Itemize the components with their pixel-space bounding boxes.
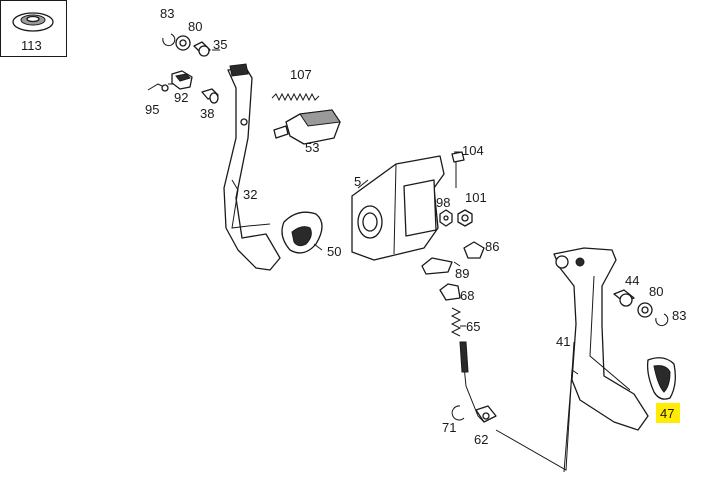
bolt-104 [451, 151, 465, 188]
callout-80-top: 80 [188, 19, 202, 34]
callout-80-clutch: 80 [649, 284, 663, 299]
cap-68 [439, 283, 461, 301]
callout-101: 101 [465, 190, 487, 205]
stop-light-switch-53 [273, 109, 341, 145]
bushing-35 [193, 41, 211, 57]
callout-5: 5 [354, 174, 361, 189]
callout-44: 44 [625, 273, 639, 288]
pin-95 [147, 83, 169, 92]
callout-35: 35 [213, 37, 227, 52]
clip-92 [171, 70, 193, 90]
pedal-bracket-5 [351, 155, 445, 261]
washer-80-top [175, 35, 191, 51]
callout-65: 65 [466, 319, 480, 334]
callout-89: 89 [455, 266, 469, 281]
callout-104: 104 [462, 143, 484, 158]
callout-62: 62 [474, 432, 488, 447]
callout-107: 107 [290, 67, 312, 82]
bushing-44 [613, 289, 635, 307]
highlight-47 [656, 403, 680, 423]
bracket-89 [421, 257, 453, 275]
clutch-pedal-41 [553, 247, 649, 431]
circlip-71 [451, 405, 465, 421]
pedal-pad-47 [646, 357, 676, 400]
callout-53: 53 [305, 140, 319, 155]
bushing-38 [201, 88, 219, 104]
spring-65 [450, 307, 462, 337]
callout-83-clutch: 83 [672, 308, 686, 323]
callout-50: 50 [327, 244, 341, 259]
callout-86: 86 [485, 239, 499, 254]
washer-80-clutch [637, 302, 653, 318]
callout-labels: 113 83 80 35 107 92 95 38 53 32 50 5 104… [21, 6, 686, 447]
callout-83-top: 83 [160, 6, 174, 21]
spring-107 [271, 92, 320, 102]
callout-98: 98 [436, 195, 450, 210]
callout-68: 68 [460, 288, 474, 303]
nut-101 [457, 209, 473, 227]
callout-47: 47 [660, 406, 674, 421]
circlip-83-top [162, 33, 176, 47]
clevis-62 [475, 405, 497, 423]
callout-32: 32 [243, 187, 257, 202]
circlip-83-clutch [655, 313, 669, 327]
brake-pedal-32 [223, 63, 281, 271]
nut-98 [439, 209, 453, 227]
callout-71: 71 [442, 420, 456, 435]
push-rod [459, 341, 485, 423]
callout-113: 113 [21, 38, 42, 53]
leader-lines [168, 49, 579, 473]
callout-41: 41 [556, 334, 570, 349]
clip-86 [463, 241, 485, 259]
inset-box-113 [0, 0, 67, 57]
callout-38: 38 [200, 106, 214, 121]
callout-92: 92 [174, 90, 188, 105]
callout-95: 95 [145, 102, 159, 117]
pedal-pad-50 [281, 211, 323, 254]
